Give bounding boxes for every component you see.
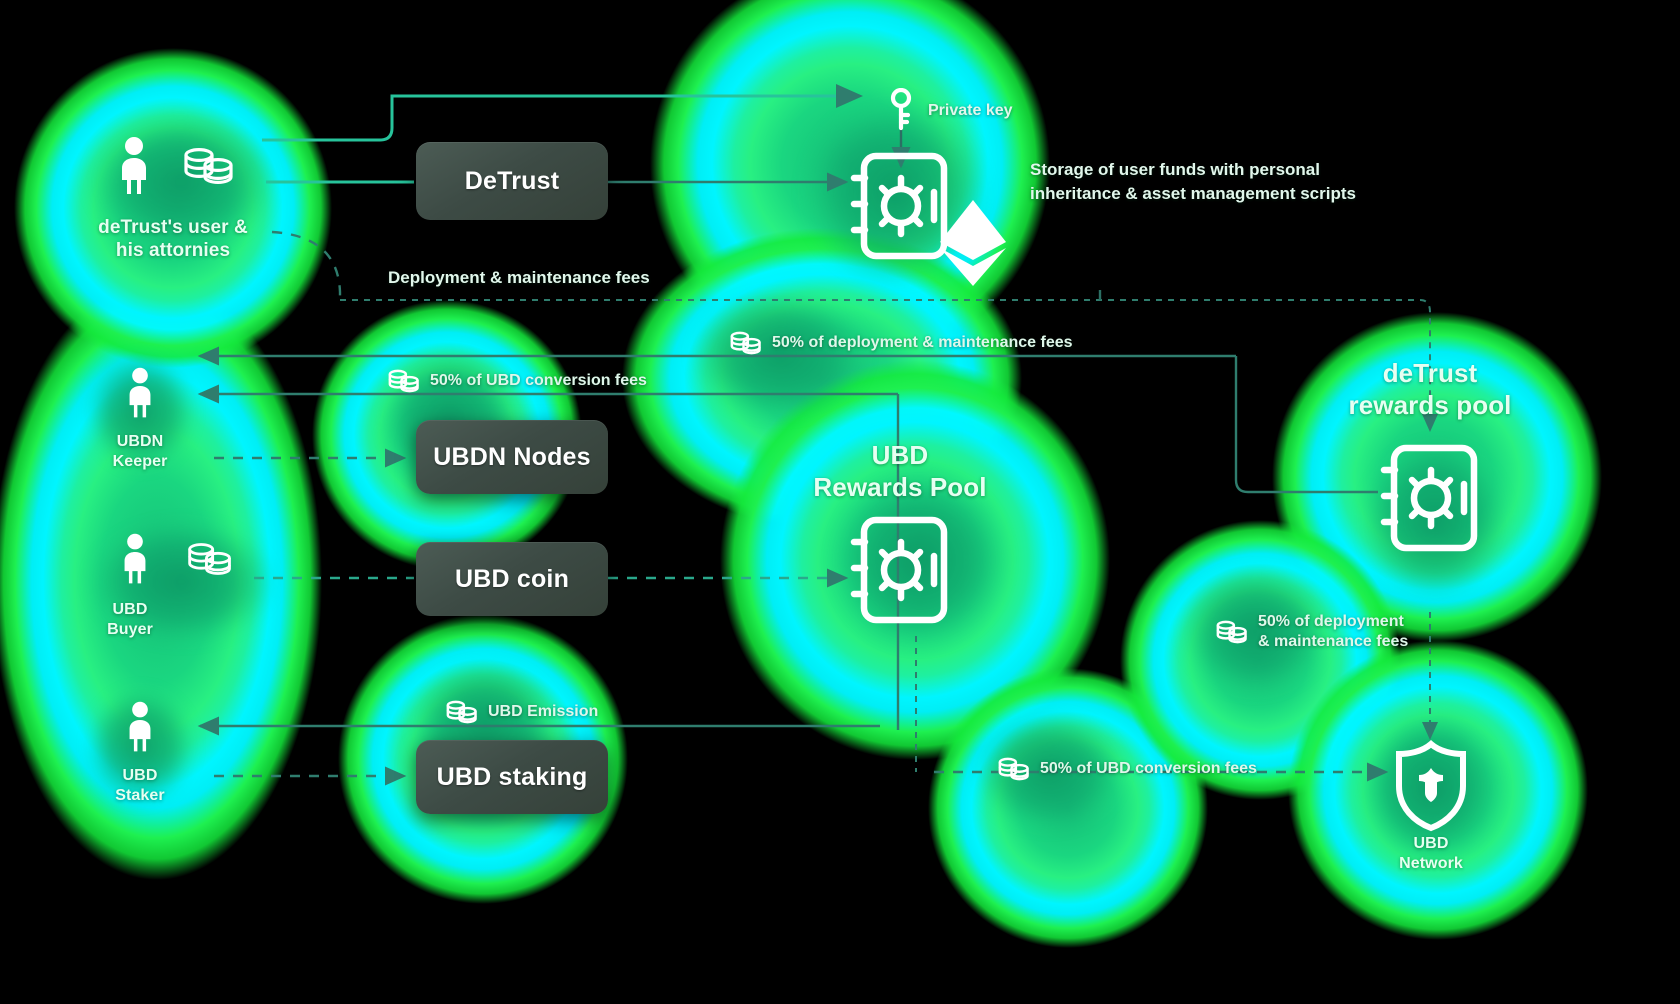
person-icon — [120, 698, 160, 756]
node-ubd-staker[interactable]: UBD Staker — [66, 692, 214, 832]
node-ubd-buyer[interactable]: UBD Buyer — [62, 522, 286, 662]
box-ubdn-nodes[interactable]: UBDN Nodes — [416, 420, 608, 494]
safe-icon — [846, 148, 954, 264]
node-ubdn-keeper[interactable]: UBDN Keeper — [66, 358, 214, 498]
node-label: deTrust rewards pool — [1348, 358, 1512, 420]
node-ubd-network[interactable]: UBD Network — [1356, 740, 1506, 890]
safe-icon — [1376, 440, 1484, 556]
person-icon — [111, 136, 157, 196]
node-label: UBD Rewards Pool — [813, 440, 987, 502]
core-detrust-user — [86, 112, 276, 252]
node-label: UBDN Keeper — [112, 433, 168, 470]
caption-deployment-fees: Deployment & maintenance fees — [388, 268, 650, 287]
core-conv-bottom — [975, 712, 1125, 832]
core-deploy-right — [1180, 566, 1330, 696]
node-ubd-rewards-pool[interactable]: UBD Rewards Pool — [790, 440, 1010, 640]
box-detrust[interactable]: DeTrust — [416, 142, 608, 220]
node-label: UBD Network — [1399, 835, 1463, 872]
node-detrust-user[interactable]: deTrust's user & his attornies — [48, 118, 298, 268]
private-key-icon — [887, 88, 915, 134]
box-ubd-staking[interactable]: UBD staking — [416, 740, 608, 814]
person-icon — [120, 364, 160, 422]
box-ubd-coin[interactable]: UBD coin — [416, 542, 608, 616]
person-icon — [115, 530, 155, 588]
core-ubd-buyer — [86, 518, 276, 646]
coins-icon — [187, 538, 233, 580]
node-detrust-rewards-pool[interactable]: deTrust rewards pool — [1330, 358, 1530, 568]
caption-storage-note-line2: inheritance & asset management scripts — [1030, 184, 1356, 203]
node-user-vault[interactable] — [838, 148, 1018, 288]
node-label: UBD Staker — [115, 767, 165, 804]
safe-icon — [846, 512, 954, 628]
coins-icon — [183, 143, 235, 189]
node-label: deTrust's user & his attornies — [98, 217, 248, 262]
caption-storage-note-line1: Storage of user funds with personal — [1030, 160, 1320, 179]
ethereum-icon — [936, 198, 1010, 288]
core-deploy-mid — [690, 290, 870, 420]
shield-icon — [1392, 740, 1470, 832]
